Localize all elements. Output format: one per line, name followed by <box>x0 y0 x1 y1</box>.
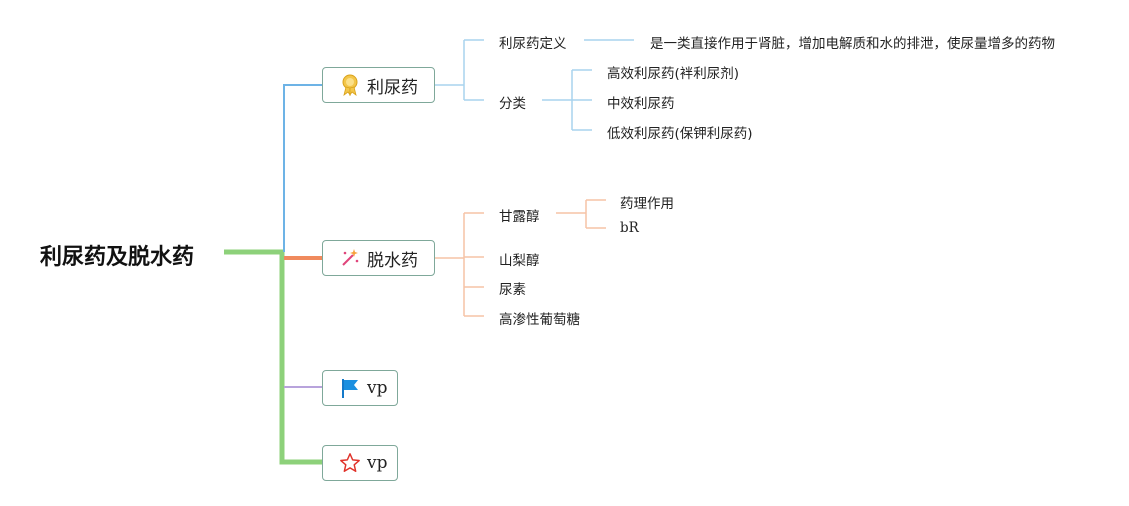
class-medium-efficacy[interactable]: 中效利尿药 <box>607 96 675 112</box>
award-ribbon-icon <box>339 74 361 96</box>
branch-node-diuretics[interactable]: 利尿药 <box>322 67 435 103</box>
branch-label: 脱水药 <box>367 250 418 271</box>
class-low-efficacy[interactable]: 低效利尿药(保钾利尿药) <box>607 126 753 142</box>
red-star-icon <box>339 452 361 474</box>
root-topic[interactable]: 利尿药及脱水药 <box>40 245 195 270</box>
branch-node-vp-star[interactable]: vp <box>322 445 398 481</box>
subtopic-hypertonic-glucose[interactable]: 高渗性葡萄糖 <box>499 312 580 328</box>
subtopic-diuretic-definition[interactable]: 利尿药定义 <box>499 36 567 52</box>
mannitol-pharmacology[interactable]: 药理作用 <box>620 196 674 212</box>
subtopic-urea[interactable]: 尿素 <box>499 282 526 298</box>
subtopic-classification[interactable]: 分类 <box>499 96 526 112</box>
branch-label: vp <box>367 378 388 398</box>
blue-flag-icon <box>339 377 361 399</box>
definition-note[interactable]: 是一类直接作用于肾脏，增加电解质和水的排泄，使尿量增多的药物 <box>650 36 1055 52</box>
magic-wand-icon <box>339 247 361 269</box>
branch-label: vp <box>367 453 388 473</box>
branch-label: 利尿药 <box>367 77 418 98</box>
branch-node-dehydrants[interactable]: 脱水药 <box>322 240 435 276</box>
branch-node-vp-flag[interactable]: vp <box>322 370 398 406</box>
subtopic-sorbitol[interactable]: 山梨醇 <box>499 253 540 269</box>
class-high-efficacy[interactable]: 高效利尿药(袢利尿剂) <box>607 66 740 82</box>
mannitol-br[interactable]: bR <box>620 220 639 236</box>
subtopic-mannitol[interactable]: 甘露醇 <box>499 209 540 225</box>
